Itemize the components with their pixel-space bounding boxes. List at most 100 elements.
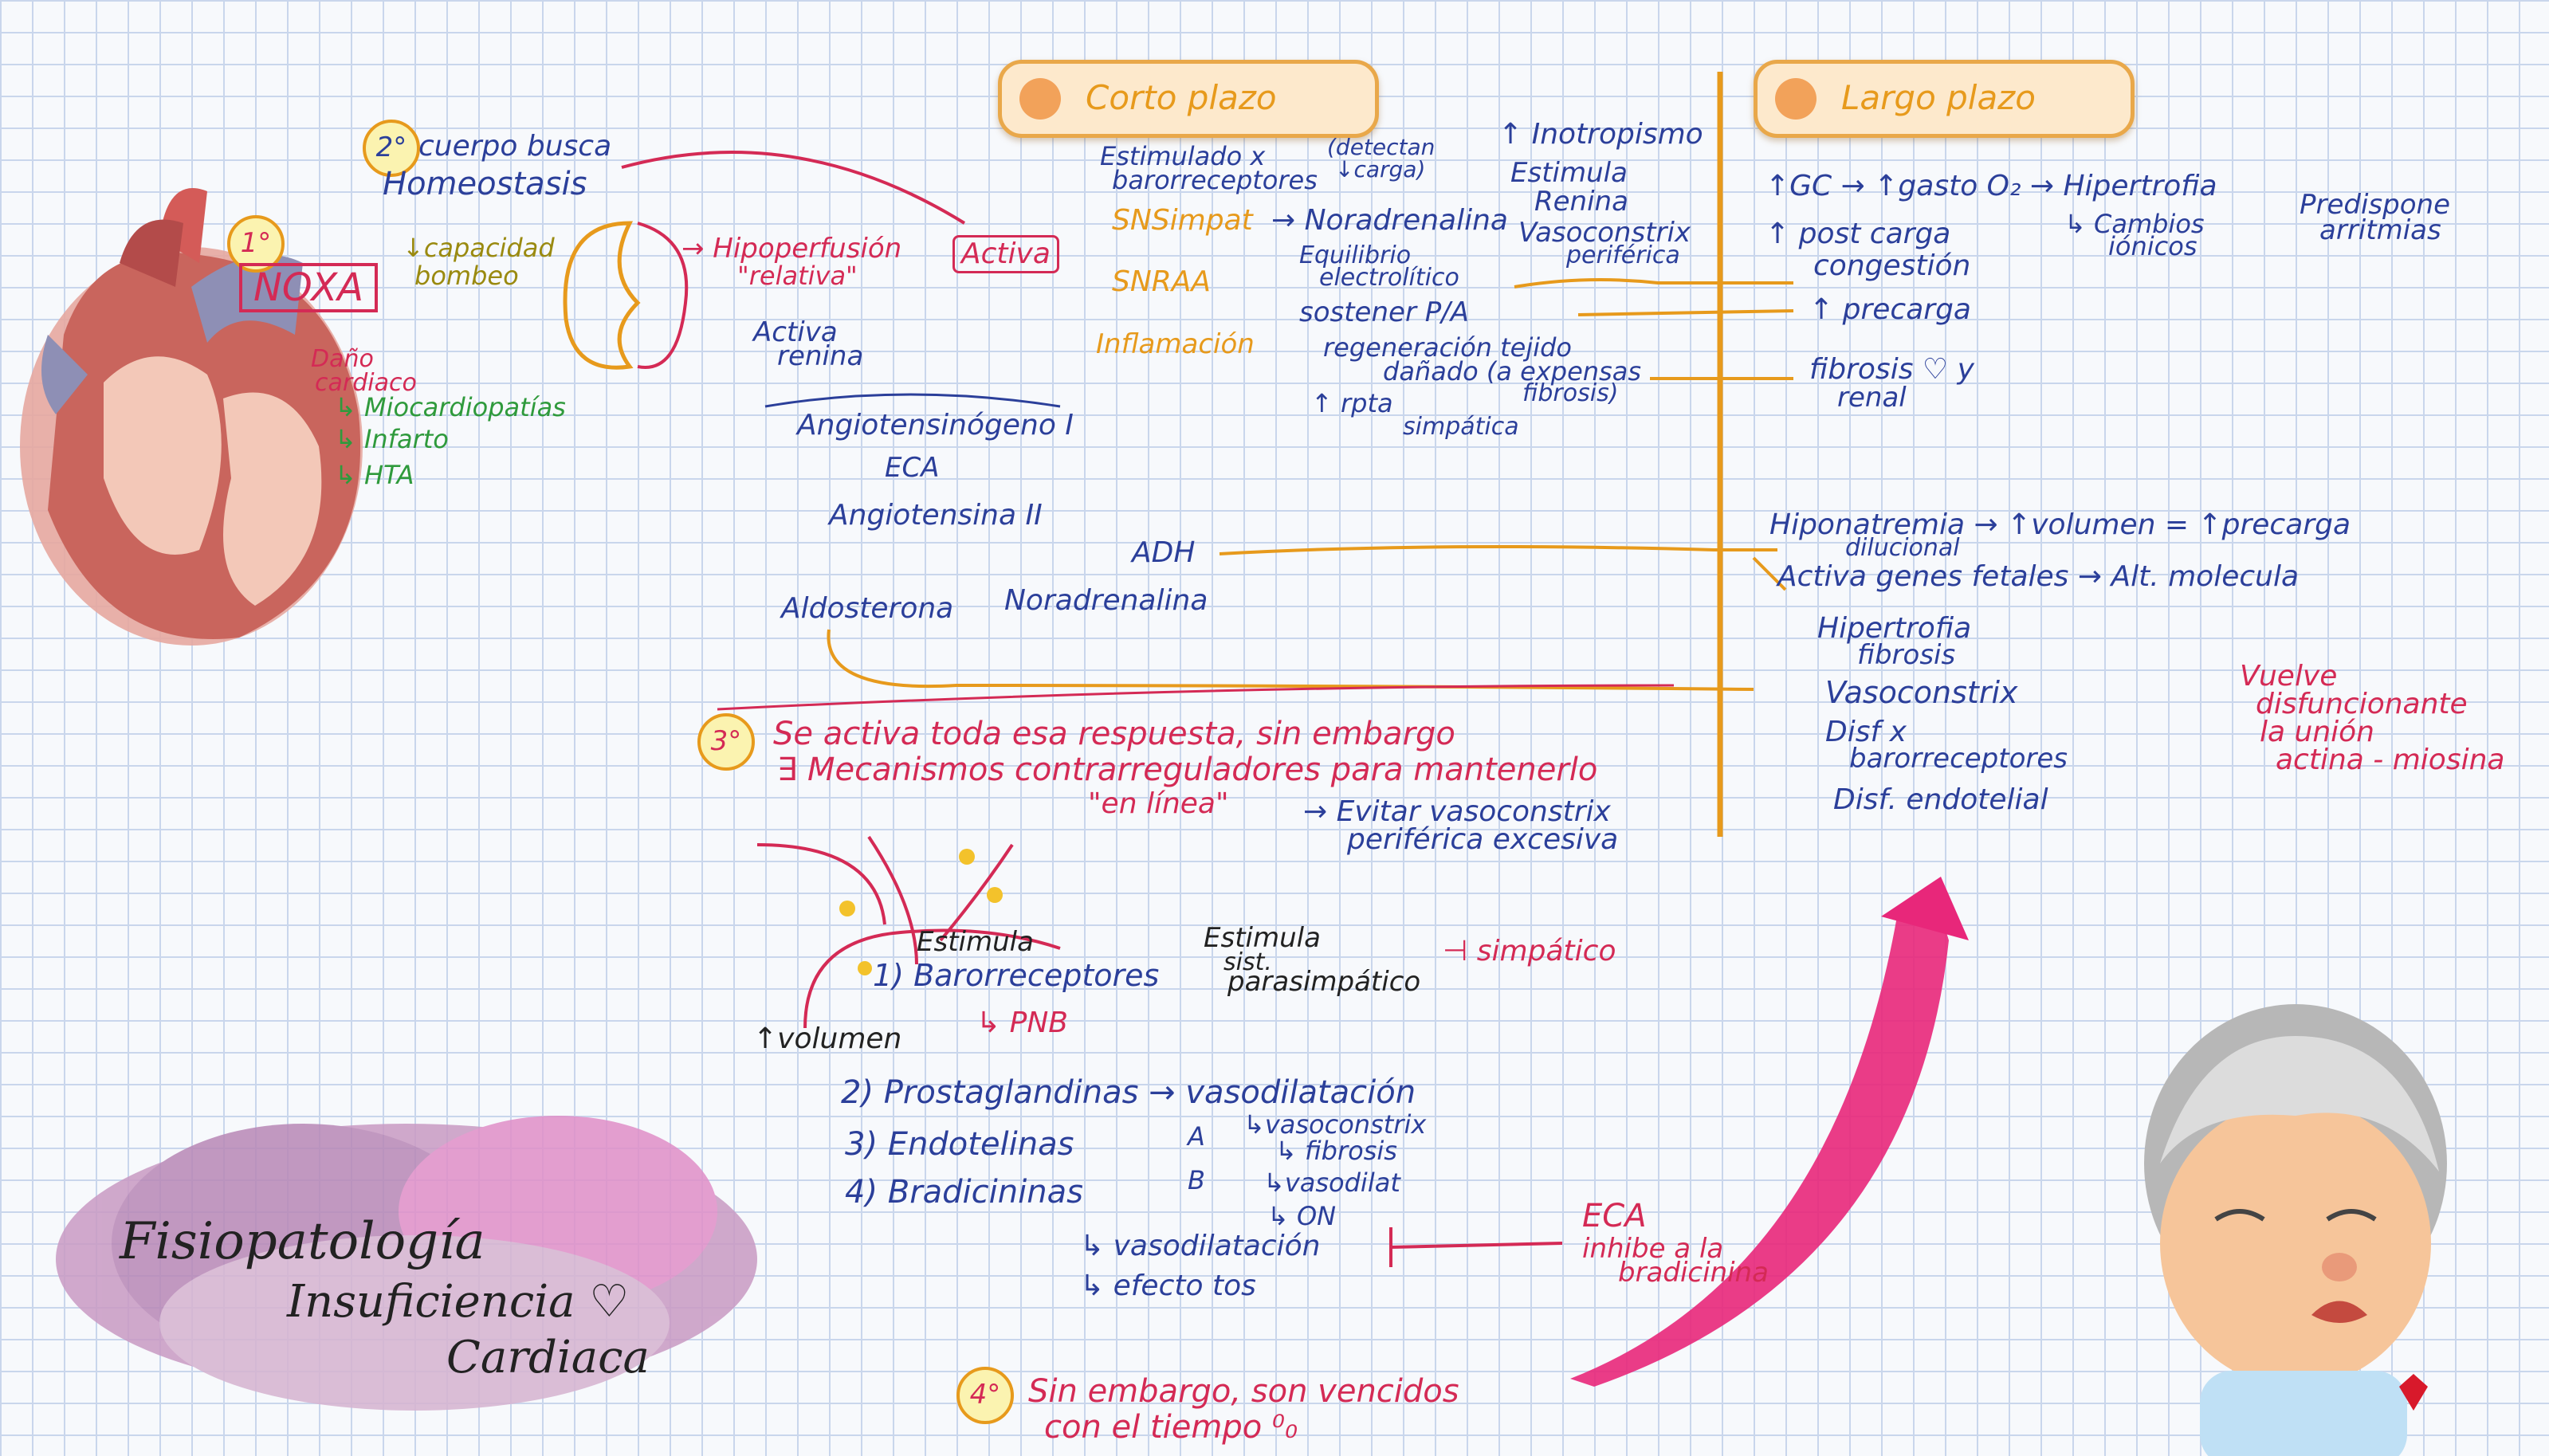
stimulates-renin-1: Estimula [1510, 157, 1628, 189]
parasympathetic-3: parasimpático [1227, 966, 1421, 998]
endothelin-b-on: ↳ ON [1267, 1201, 1337, 1231]
adh-label: ADH [1132, 536, 1196, 569]
baro-dysfunction-2: barorreceptores [1849, 743, 2068, 775]
step3-number: 3° [697, 713, 755, 771]
parasympathetic-2: sist. [1223, 948, 1272, 976]
capacity-label: ↓capacidad [403, 233, 555, 263]
endothelial-dysfunction: Disf. endotelial [1833, 783, 2048, 816]
ionic-changes-1: ↳ Cambios [2064, 209, 2205, 239]
long-term-label: Largo plazo [1841, 78, 2036, 117]
sns-label: SNSimpat [1112, 204, 1253, 237]
step3-line5: periférica excesiva [1347, 823, 1619, 856]
returns-4: actina - miosina [2276, 744, 2505, 776]
returns-2: disfuncionante [2256, 688, 2468, 720]
step3-line1: Se activa toda esa respuesta, sin embarg… [773, 716, 1455, 752]
patient-illustration [2144, 1004, 2447, 1456]
baro-line2: barorreceptores [1112, 165, 1318, 195]
gc-hypertrophy: ↑GC → ↑gasto O₂ → Hipertrofia [1765, 170, 2217, 202]
vasoconstriction-lt: Vasoconstrix [1825, 675, 2018, 710]
snraa-label: SNRAA [1112, 265, 1212, 298]
eca-label: ECA [885, 452, 940, 484]
long-term-header: Largo plazo [1754, 60, 2135, 138]
baroreceptors-label: 1) Barorreceptores [873, 958, 1160, 993]
short-term-header: Corto plazo [998, 60, 1379, 138]
bradykinin-vasodilation: ↳ vasodilatación [1080, 1230, 1321, 1262]
baro-dysfunction-1: Disf x [1825, 716, 1907, 748]
title-line2: Insuficiencia ♡ [287, 1276, 630, 1328]
step3-line2: ∃ Mecanismos contrarreguladores para man… [777, 752, 1598, 788]
bradykinin-cough: ↳ efecto tos [1080, 1270, 1256, 1302]
inotropism-label: ↑ Inotropismo [1498, 118, 1703, 151]
short-term-dot [1019, 78, 1061, 120]
endothelin-a-fibrosis: ↳ fibrosis [1275, 1136, 1397, 1166]
returns-3: la unión [2260, 716, 2374, 748]
post-load: ↑ post carga [1765, 218, 1951, 250]
equilibrium-1: Equilibrio [1299, 241, 1412, 269]
stimulates-label: Estimula [917, 926, 1034, 958]
ionic-changes-2: iónicos [2108, 231, 2197, 261]
sympathetic-response-2: simpática [1403, 413, 1519, 441]
baro-note1: (detectan [1327, 134, 1436, 160]
step3-line4: → Evitar vasoconstrix [1303, 795, 1611, 828]
short-term-label: Corto plazo [1086, 78, 1277, 117]
vasoconstriction-1: Vasoconstrix [1518, 217, 1691, 249]
aldosterone-label: Aldosterona [781, 592, 954, 625]
hypertrophy-2: fibrosis [1857, 639, 1956, 671]
step2-number: 2° [363, 120, 420, 177]
inhibits-sympathetic: ⊣ simpático [1443, 935, 1616, 967]
endothelin-b: B [1188, 1165, 1205, 1195]
fibrosis-1: fibrosis ♡ y [1809, 353, 1974, 386]
damage-label-1: Daño [311, 345, 374, 373]
sustain-pa: sostener P/A [1299, 296, 1469, 328]
prostaglandins-label: 2) Prostaglandinas → vasodilatación [841, 1074, 1416, 1111]
regeneration-1: regeneración tejido [1323, 332, 1572, 363]
baro-note2: ↓carga) [1335, 156, 1426, 182]
renin-activa: Activa [753, 316, 838, 348]
step4-number: 4° [956, 1367, 1014, 1424]
stimulates-renin-2: Renina [1534, 186, 1628, 218]
congestion: congestión [1813, 249, 1971, 282]
noradrenaline-label: → Noradrenalina [1271, 204, 1508, 237]
returns-1: Vuelve [2240, 660, 2338, 693]
title-watercolor [56, 1116, 757, 1411]
parasympathetic-1: Estimula [1204, 922, 1321, 954]
regeneration-3: fibrosis) [1522, 379, 1619, 407]
vasoconstriction-2: periférica [1566, 241, 1680, 269]
renin-label: renina [777, 340, 864, 372]
hypoperfusion-1: → Hipoperfusión [681, 233, 902, 265]
hypertrophy-1: Hipertrofia [1817, 612, 1972, 645]
fetal-genes: Activa genes fetales → Alt. molecula [1777, 560, 2300, 593]
endothelins-label: 3) Endotelinas [845, 1126, 1074, 1163]
cause-hta: ↳ HTA [335, 460, 414, 490]
fibrosis-2: renal [1837, 382, 1907, 414]
endothelin-a-vasoconstriction: ↳vasoconstrix [1243, 1109, 1427, 1140]
noxa-label: NOXA [239, 263, 379, 313]
regeneration-2: dañado (a expensas [1383, 356, 1641, 387]
predisposes-2: arritmias [2319, 214, 2441, 246]
endothelin-b-vasodilation: ↳vasodilat [1263, 1168, 1400, 1198]
equilibrium-2: electrolítico [1319, 264, 1459, 292]
pnb-label: ↳ PNB [976, 1007, 1068, 1039]
predisposes-1: Predispone [2300, 189, 2450, 221]
hyponatremia-1: Hiponatremia → ↑volumen = ↑precarga [1769, 508, 2351, 541]
heart-illustration [20, 188, 363, 646]
endothelin-a: A [1188, 1121, 1205, 1152]
volume-label: ↑volumen [753, 1022, 902, 1055]
cause-cardiomyopathy: ↳ Miocardiopatías [335, 392, 566, 422]
long-term-dot [1775, 78, 1817, 120]
step4-line2: con el tiempo ⁰₀ [1044, 1409, 1298, 1446]
cause-infarction: ↳ Infarto [335, 424, 449, 454]
activa-box: Activa [952, 235, 1059, 273]
title-line1: Fisiopatología [120, 1212, 485, 1271]
noradrenaline2-label: Noradrenalina [1004, 584, 1208, 617]
step2-line2: Homeostasis [383, 166, 587, 202]
eca-inhibits-1: ECA [1582, 1198, 1647, 1234]
bradykinins-label: 4) Bradicininas [845, 1174, 1083, 1211]
inflammation-label: Inflamación [1096, 328, 1255, 360]
baro-line1: Estimulado x [1100, 141, 1266, 171]
step4-line1: Sin embargo, son vencidos [1028, 1373, 1459, 1410]
hyponatremia-2: dilucional [1845, 534, 1960, 562]
hypoperfusion-2: "relativa" [737, 261, 858, 291]
eca-inhibits-3: bradicinina [1618, 1257, 1769, 1289]
